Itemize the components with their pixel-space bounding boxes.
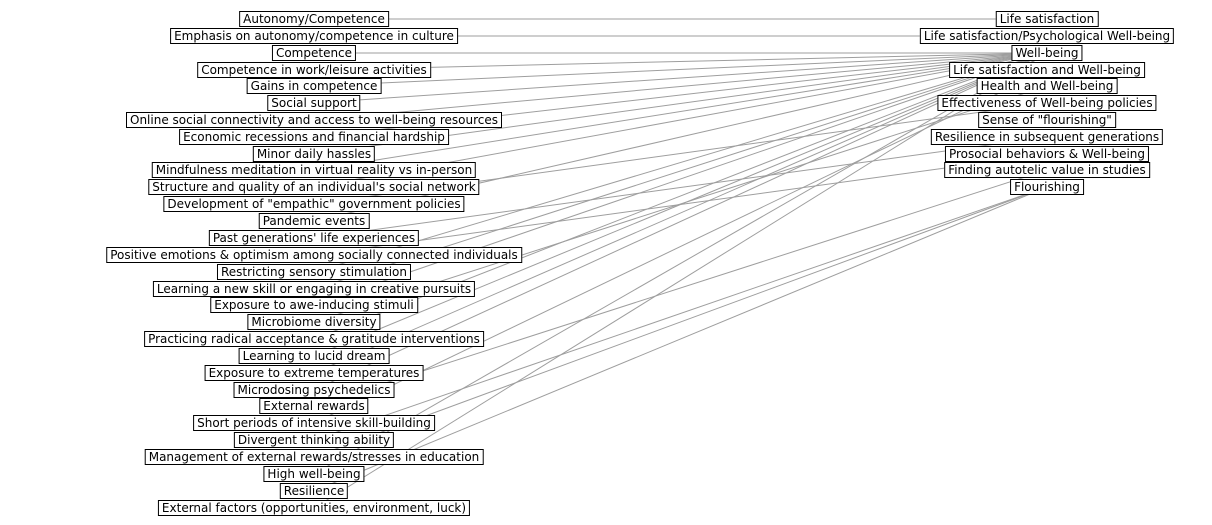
node-external-factors: External factors (opportunities, environ… bbox=[157, 500, 471, 516]
node-high-well-being: High well-being bbox=[263, 466, 365, 482]
node-competence-work-leisure: Competence in work/leisure activities bbox=[197, 62, 431, 78]
node-mindfulness-vr: Mindfulness meditation in virtual realit… bbox=[151, 162, 477, 178]
node-social-support: Social support bbox=[267, 95, 361, 111]
node-economic-recessions: Economic recessions and financial hardsh… bbox=[179, 129, 449, 145]
node-well-being: Well-being bbox=[1011, 45, 1083, 61]
node-online-social-connectivity: Online social connectivity and access to… bbox=[126, 112, 502, 128]
node-radical-acceptance: Practicing radical acceptance & gratitud… bbox=[144, 331, 484, 347]
node-microdosing: Microdosing psychedelics bbox=[233, 382, 395, 398]
node-past-generations: Past generations' life experiences bbox=[208, 230, 420, 246]
node-microbiome-diversity: Microbiome diversity bbox=[247, 314, 381, 330]
edge-L29-R2 bbox=[313, 52, 1048, 509]
node-positive-emotions: Positive emotions & optimism among socia… bbox=[106, 247, 522, 263]
node-social-network-structure: Structure and quality of an individual's… bbox=[148, 179, 480, 195]
node-life-satisfaction-and-well-being: Life satisfaction and Well-being bbox=[949, 62, 1145, 78]
node-prosocial-behaviors: Prosocial behaviors & Well-being bbox=[944, 146, 1150, 162]
edge-L17-R2 bbox=[313, 52, 1048, 306]
edge-L15-R2 bbox=[313, 52, 1048, 273]
node-life-satisfaction: Life satisfaction bbox=[995, 11, 1099, 27]
node-external-rewards: External rewards bbox=[259, 398, 369, 414]
node-autotelic-value: Finding autotelic value in studies bbox=[944, 162, 1150, 178]
node-competence: Competence bbox=[271, 45, 357, 61]
edge-L28-R10 bbox=[313, 186, 1048, 492]
node-extreme-temperatures: Exposure to extreme temperatures bbox=[204, 365, 424, 381]
edge-L5-R2 bbox=[313, 52, 1048, 104]
node-sense-of-flourishing: Sense of "flourishing" bbox=[978, 112, 1116, 128]
edge-L21-R2 bbox=[313, 52, 1048, 374]
node-gains-in-competence: Gains in competence bbox=[246, 78, 382, 94]
node-life-satisfaction-pwb: Life satisfaction/Psychological Well-bei… bbox=[919, 28, 1175, 44]
edge-L23-R9 bbox=[313, 169, 1048, 407]
edge-L25-R10 bbox=[313, 186, 1048, 441]
node-awe-stimuli: Exposure to awe-inducing stimuli bbox=[210, 297, 418, 313]
node-pandemic-events: Pandemic events bbox=[258, 213, 370, 229]
edge-L4-R2 bbox=[313, 52, 1048, 87]
node-lucid-dream: Learning to lucid dream bbox=[238, 348, 390, 364]
node-restricting-sensory: Restricting sensory stimulation bbox=[216, 264, 412, 280]
node-minor-daily-hassles: Minor daily hassles bbox=[252, 146, 376, 162]
node-divergent-thinking: Divergent thinking ability bbox=[233, 432, 395, 448]
node-learning-new-skill: Learning a new skill or engaging in crea… bbox=[152, 281, 476, 297]
edge-L3-R2 bbox=[313, 52, 1048, 71]
node-flourishing: Flourishing bbox=[1010, 179, 1084, 195]
node-empathic-policies: Development of "empathic" government pol… bbox=[163, 196, 465, 212]
node-health-and-well-being: Health and Well-being bbox=[976, 78, 1118, 94]
edge-L9-R2 bbox=[313, 52, 1048, 171]
node-resilience: Resilience bbox=[279, 483, 349, 499]
node-emphasis-autonomy-culture: Emphasis on autonomy/competence in cultu… bbox=[170, 28, 458, 44]
edge-L27-R2 bbox=[313, 52, 1048, 475]
edge-L20-R2 bbox=[313, 52, 1048, 357]
edge-L6-R2 bbox=[313, 52, 1048, 121]
node-intensive-skill-building: Short periods of intensive skill-buildin… bbox=[193, 415, 435, 431]
node-effectiveness-policies: Effectiveness of Well-being policies bbox=[937, 95, 1157, 111]
node-resilience-generations: Resilience in subsequent generations bbox=[930, 129, 1164, 145]
edge-L13-R7 bbox=[313, 136, 1048, 239]
node-management-external-rewards: Management of external rewards/stresses … bbox=[144, 449, 484, 465]
edge-L26-R10 bbox=[313, 186, 1048, 458]
node-autonomy-competence: Autonomy/Competence bbox=[239, 11, 389, 27]
